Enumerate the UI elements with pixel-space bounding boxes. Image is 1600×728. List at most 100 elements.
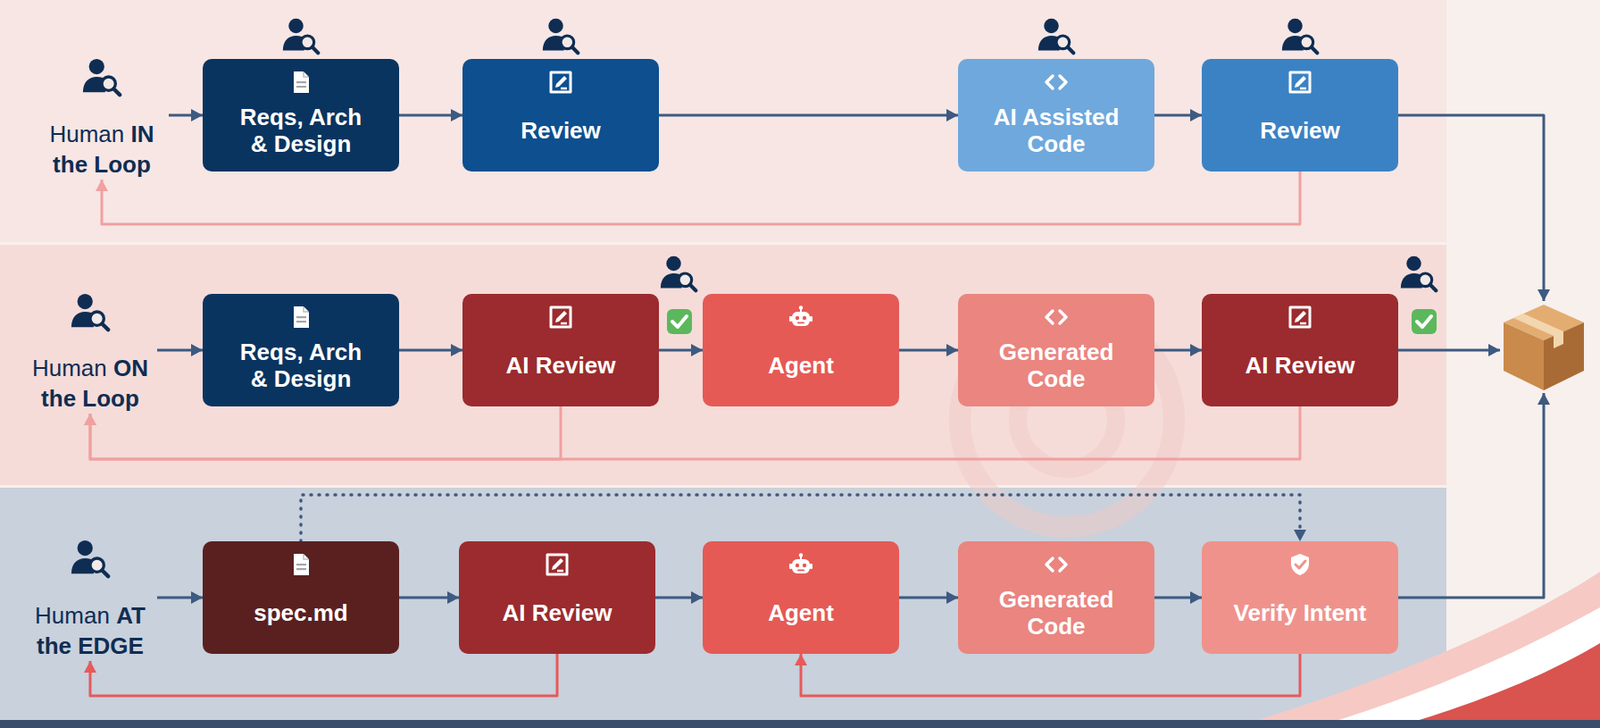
flow-arrow <box>399 596 459 600</box>
pen-icon <box>550 72 571 92</box>
human-icon <box>1282 18 1317 54</box>
code-icon <box>1043 304 1069 330</box>
feedback-arrow <box>90 406 1300 459</box>
actor-label: HumanIN the Loop <box>34 118 169 180</box>
pen-icon <box>544 551 570 577</box>
box-text: spec.md <box>233 600 368 627</box>
bottom-strip <box>0 719 1600 728</box>
feedback-arrow <box>90 406 561 459</box>
box-text: Verify Intent <box>1233 600 1367 627</box>
actor-text: Human <box>34 601 110 629</box>
box-label: Generated Code <box>958 339 1155 393</box>
box-label: AI Review <box>1201 352 1399 380</box>
flow-arrow <box>157 349 203 352</box>
pen-icon <box>1287 304 1313 330</box>
flow-arrow <box>655 596 703 600</box>
process-box: AI Assisted Code <box>958 58 1155 172</box>
box-label: AI Review <box>458 600 656 627</box>
robot-icon <box>788 304 814 330</box>
process-box: AI Review <box>1201 293 1399 407</box>
pen-icon <box>1290 307 1310 327</box>
process-box: Generated Code <box>958 293 1155 407</box>
flow-arrow <box>157 596 203 600</box>
process-box: Agent <box>702 541 900 654</box>
box-label: Verify Intent <box>1201 600 1399 627</box>
doc-icon <box>288 69 314 95</box>
process-box: Generated Code <box>958 541 1155 654</box>
package-drawing <box>1500 300 1588 393</box>
process-box: Verify Intent <box>1201 541 1399 654</box>
box-label: AI Assisted Code <box>958 104 1155 159</box>
doc-icon <box>288 551 314 577</box>
feedback-arrow <box>101 171 1300 225</box>
box-text: Agent <box>733 352 868 380</box>
feedback-arrow <box>800 653 1300 696</box>
human-icon <box>71 293 109 330</box>
box-text: AI Assisted Code <box>989 104 1124 159</box>
flow-arrow <box>1154 596 1202 600</box>
box-label: Agent <box>702 352 900 380</box>
process-box: AI Review <box>458 541 656 654</box>
pen-icon <box>548 304 574 330</box>
process-box: spec.md <box>202 541 400 654</box>
doc-icon <box>293 553 309 575</box>
box-label: Reqs, Arch & Design <box>202 339 400 393</box>
box-label: Agent <box>702 600 900 627</box>
doc-icon <box>288 304 314 330</box>
box-text: Reqs, Arch & Design <box>233 339 368 393</box>
process-box: Reqs, Arch & Design <box>202 58 400 172</box>
robot-icon <box>789 305 813 326</box>
actor-label: HumanAT the EDGE <box>23 600 158 661</box>
code-icon <box>1043 551 1069 577</box>
human-icon <box>660 256 696 292</box>
human-icon <box>1400 256 1436 292</box>
box-text: Reqs, Arch & Design <box>233 104 368 159</box>
package-face <box>1513 313 1564 349</box>
code-icon <box>1046 558 1067 571</box>
box-text: AI Review <box>1233 352 1367 380</box>
check-mark <box>666 308 692 334</box>
flow-arrow <box>1398 392 1544 598</box>
flow-arrow <box>899 596 959 600</box>
flow-arrow <box>1398 349 1500 352</box>
box-label: Review <box>462 117 659 145</box>
doc-icon <box>293 71 309 93</box>
flow-arrow <box>658 349 703 352</box>
flow-arrow <box>899 349 959 352</box>
box-label: spec.md <box>202 600 400 627</box>
box-text: AI Review <box>493 352 628 380</box>
box-text: AI Review <box>490 600 625 627</box>
package-icon <box>1500 300 1588 393</box>
human-icon <box>542 18 578 54</box>
flow-arrow <box>399 349 463 352</box>
pen-icon <box>1287 69 1313 95</box>
flow-arrow <box>1154 349 1202 352</box>
flow-arrow <box>399 114 463 117</box>
pen-icon <box>547 554 567 575</box>
flow-arrow <box>168 114 203 117</box>
process-box: AI Review <box>462 293 659 407</box>
process-box: Reqs, Arch & Design <box>202 293 400 407</box>
doc-icon <box>293 306 309 328</box>
human-icon <box>71 540 109 576</box>
box-label: AI Review <box>462 352 659 380</box>
actor-text: Human <box>49 120 125 148</box>
swoosh-red <box>1392 642 1600 728</box>
dotted-connector <box>300 494 1300 542</box>
pen-icon <box>550 307 571 327</box>
process-box: Review <box>1201 58 1399 172</box>
band-top <box>0 0 1447 242</box>
code-icon <box>1043 69 1069 95</box>
human-icon <box>283 18 318 54</box>
process-box: Agent <box>702 293 900 407</box>
box-text: Agent <box>733 600 868 627</box>
pen-icon <box>548 69 574 95</box>
feedback-arrow <box>90 653 558 696</box>
human-icon <box>1038 18 1074 54</box>
box-text: Review <box>1233 117 1367 145</box>
code-icon <box>1046 310 1067 324</box>
box-text: Review <box>493 117 628 145</box>
flow-arrow <box>1398 115 1544 301</box>
box-text: Generated Code <box>989 339 1124 393</box>
